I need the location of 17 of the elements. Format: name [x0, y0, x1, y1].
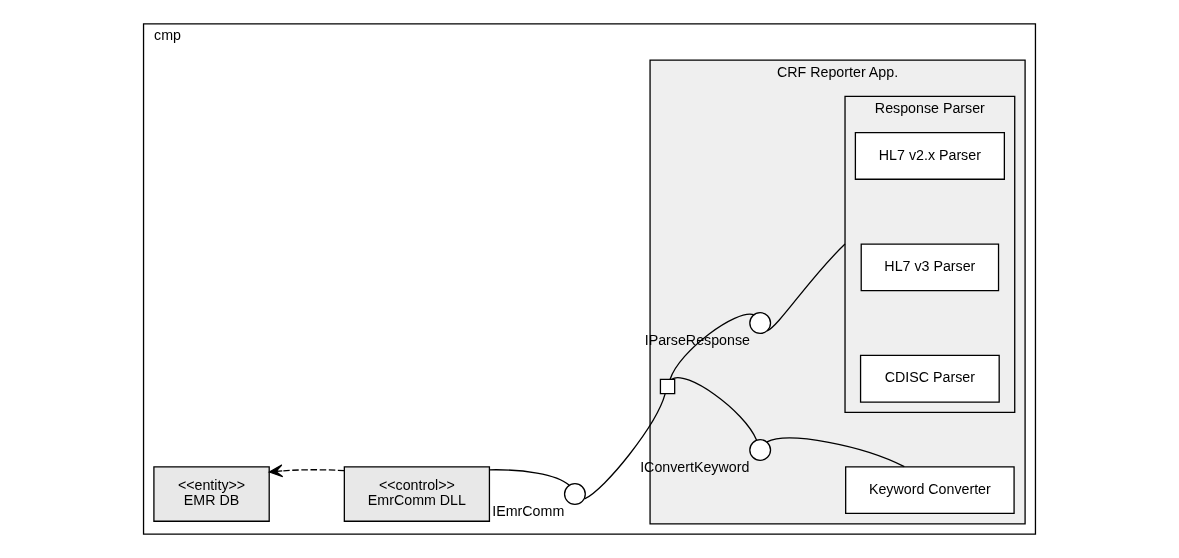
- connector: [671, 377, 758, 441]
- node-circle: [563, 483, 586, 506]
- node-box: CDISC Parser: [859, 354, 1000, 403]
- node-circle: [749, 312, 772, 335]
- node-box: HL7 v3 Parser: [860, 243, 1000, 292]
- node-box: HL7 v2.x Parser: [854, 131, 1005, 180]
- node-box: [659, 378, 676, 395]
- connector: [766, 243, 846, 332]
- node-label: IEmrComm: [492, 502, 565, 519]
- arrow: [268, 464, 345, 478]
- node-circle: [749, 439, 772, 461]
- node-box: Keyword Converter: [845, 466, 1015, 515]
- connector: [583, 393, 666, 500]
- connector: [488, 469, 570, 486]
- connector: [766, 437, 905, 468]
- node-box: <<entity>> EMR DB: [153, 466, 270, 522]
- node-box: <<control>> EmrComm DLL: [343, 466, 491, 522]
